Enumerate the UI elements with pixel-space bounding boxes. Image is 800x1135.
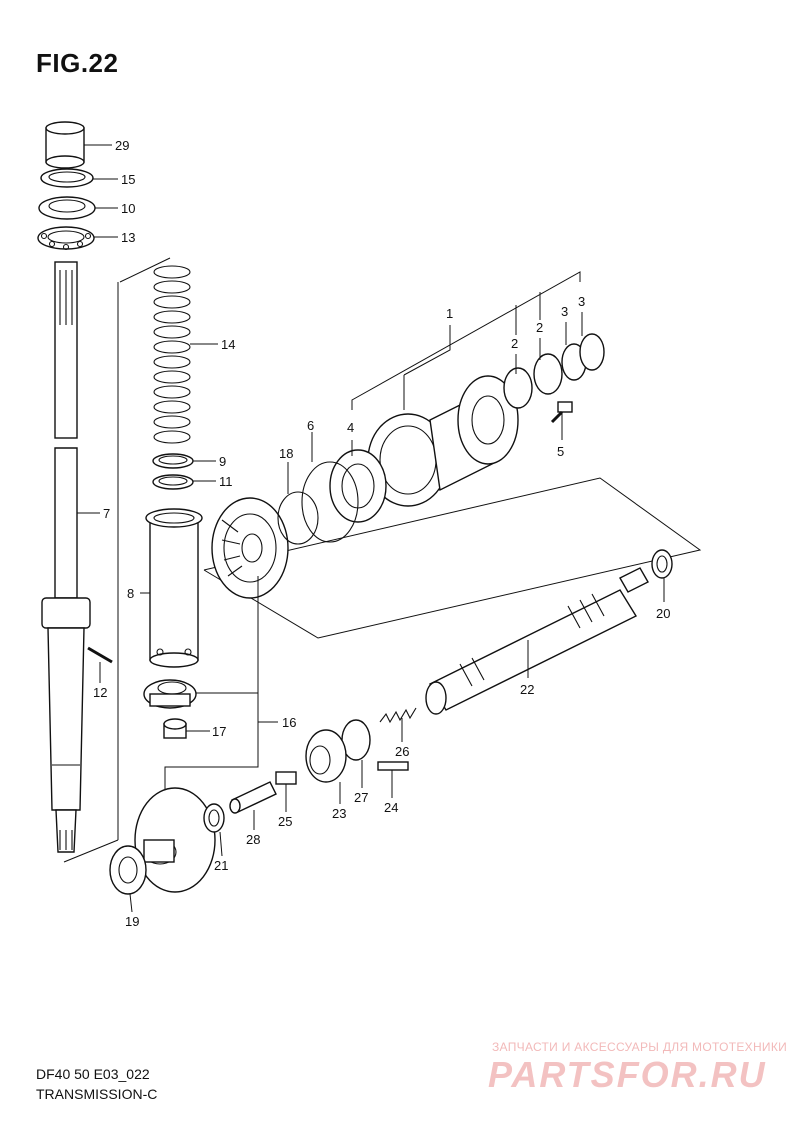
callout-3b[interactable]: 3 — [578, 294, 585, 309]
part-29-bushing[interactable] — [45, 121, 85, 169]
callout-16[interactable]: 16 — [282, 715, 296, 730]
leader-lines — [77, 144, 665, 913]
callout-3a[interactable]: 3 — [561, 304, 568, 319]
figure-title: FIG.22 — [36, 48, 119, 78]
part-2-needle-bearing[interactable] — [503, 353, 563, 409]
section-name: TRANSMISSION-C — [36, 1086, 158, 1102]
part-3-oil-seal[interactable] — [561, 333, 605, 381]
callout-25[interactable]: 25 — [278, 814, 292, 829]
part-18-shim[interactable] — [277, 491, 319, 545]
part-7-driveshaft[interactable] — [41, 261, 91, 853]
callout-24[interactable]: 24 — [384, 800, 398, 815]
callout-6[interactable]: 6 — [307, 418, 314, 433]
callout-11[interactable]: 11 — [219, 474, 233, 489]
part-6-shim[interactable] — [301, 461, 359, 543]
part-16-reverse-gear[interactable] — [134, 787, 216, 893]
part-13-thrust-bearing[interactable] — [37, 226, 95, 251]
callout-29[interactable]: 29 — [115, 138, 129, 153]
model-code: DF40 50 E03_022 — [36, 1066, 150, 1082]
callout-labels: 29 15 10 13 14 9 11 7 8 12 1 2 2 3 3 4 5… — [93, 138, 670, 929]
callout-28[interactable]: 28 — [246, 832, 260, 847]
callout-2a[interactable]: 2 — [511, 336, 518, 351]
callout-27[interactable]: 27 — [354, 790, 368, 805]
part-26-spring[interactable] — [379, 707, 417, 724]
part-11-ring[interactable] — [152, 474, 194, 490]
callout-18[interactable]: 18 — [279, 446, 293, 461]
part-24-pin[interactable] — [377, 761, 409, 771]
callout-9[interactable]: 9 — [219, 454, 226, 469]
part-19-washer[interactable] — [109, 845, 147, 895]
callout-20[interactable]: 20 — [656, 606, 670, 621]
callout-21[interactable]: 21 — [214, 858, 228, 873]
callout-5[interactable]: 5 — [557, 444, 564, 459]
part-16-forward-gear[interactable] — [211, 497, 289, 599]
part-21-washer[interactable] — [203, 803, 225, 833]
callout-26[interactable]: 26 — [395, 744, 409, 759]
callout-4[interactable]: 4 — [347, 420, 354, 435]
part-16-pinion-gear[interactable] — [143, 679, 197, 709]
part-12-pin[interactable] — [87, 646, 113, 664]
callout-8[interactable]: 8 — [127, 586, 134, 601]
part-8-sleeve-tube[interactable] — [145, 508, 203, 668]
callout-23[interactable]: 23 — [332, 806, 346, 821]
part-5-bolt[interactable] — [550, 401, 573, 424]
callout-7[interactable]: 7 — [103, 506, 110, 521]
callout-19[interactable]: 19 — [125, 914, 139, 929]
callout-17[interactable]: 17 — [212, 724, 226, 739]
callout-10[interactable]: 10 — [121, 201, 135, 216]
callout-15[interactable]: 15 — [121, 172, 135, 187]
part-10-washer[interactable] — [38, 196, 96, 220]
callout-12[interactable]: 12 — [93, 685, 107, 700]
watermark-logo: PARTSFOR.RU — [488, 1054, 767, 1095]
part-22-propeller-shaft[interactable] — [425, 567, 649, 715]
callout-14[interactable]: 14 — [221, 337, 235, 352]
watermark-tagline: ЗАПЧАСТИ И АКСЕССУАРЫ ДЛЯ МОТОТЕХНИКИ — [492, 1040, 788, 1054]
part-9-ring[interactable] — [152, 453, 194, 469]
part-15-washer[interactable] — [40, 168, 94, 188]
part-23-clutch[interactable] — [305, 729, 347, 783]
callout-13[interactable]: 13 — [121, 230, 135, 245]
callout-22[interactable]: 22 — [520, 682, 534, 697]
part-25-pusher[interactable] — [275, 771, 297, 785]
callout-2b[interactable]: 2 — [536, 320, 543, 335]
part-17-nut[interactable] — [163, 718, 187, 739]
assembly-frame-lines — [63, 257, 702, 863]
part-4-ball-bearing[interactable] — [329, 449, 387, 523]
part-20-washer[interactable] — [651, 549, 673, 579]
part-14-spring[interactable] — [153, 265, 191, 444]
part-28-push-rod[interactable] — [229, 781, 277, 814]
part-1-bearing-housing[interactable] — [367, 375, 519, 507]
callout-1[interactable]: 1 — [446, 306, 453, 321]
